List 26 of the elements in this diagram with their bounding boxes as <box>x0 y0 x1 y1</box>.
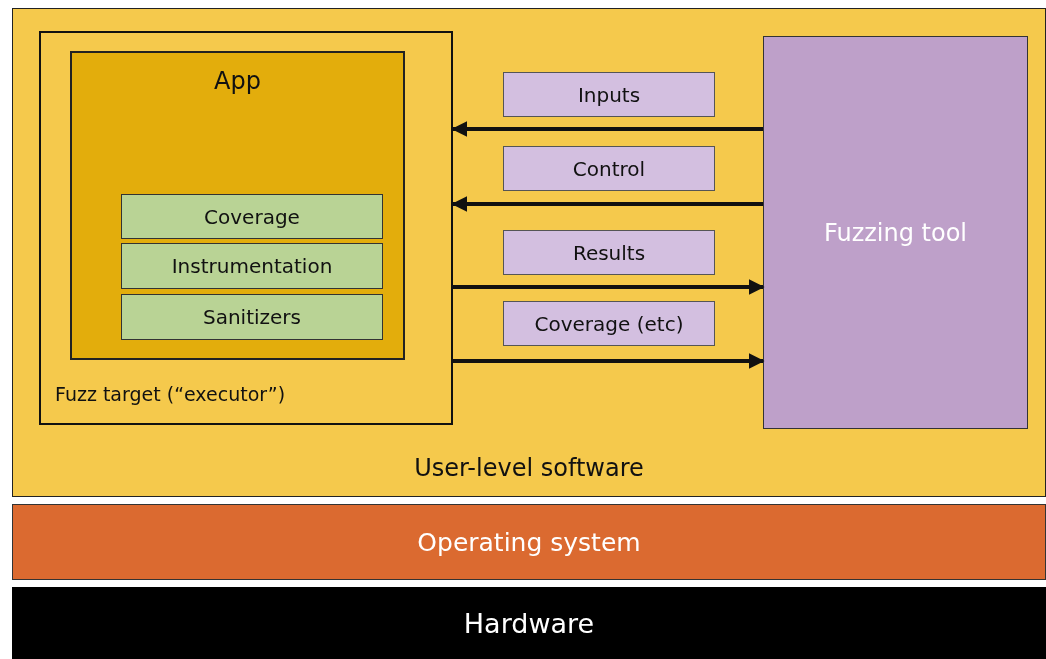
edge-label: Control <box>503 146 715 191</box>
container-box <box>39 31 453 425</box>
process-box <box>121 194 383 239</box>
process-box <box>121 243 383 289</box>
node-label: Hardware <box>463 607 595 639</box>
node-label: Sanitizers <box>203 305 301 329</box>
process-box <box>763 36 1028 429</box>
arrow <box>453 353 765 369</box>
process-box <box>121 294 383 340</box>
arrow <box>451 196 763 212</box>
arrow <box>453 279 765 295</box>
edge-label: Coverage (etc) <box>503 301 715 346</box>
container-box <box>70 51 405 360</box>
node-label: Operating system <box>417 527 641 557</box>
arrow <box>451 121 763 137</box>
layer-band <box>12 8 1046 497</box>
node-label: Coverage <box>204 204 300 229</box>
node-label: User-level software <box>414 454 644 482</box>
node-label: Instrumentation <box>171 254 333 278</box>
edge-label: Inputs <box>503 72 715 117</box>
layer-band <box>12 504 1046 580</box>
layer-band <box>12 587 1046 659</box>
node-label: App <box>214 67 261 95</box>
node-label: Fuzz target (“executor”) <box>55 383 286 405</box>
node-label: Fuzzing tool <box>823 218 968 247</box>
edge-label: Results <box>503 230 715 275</box>
